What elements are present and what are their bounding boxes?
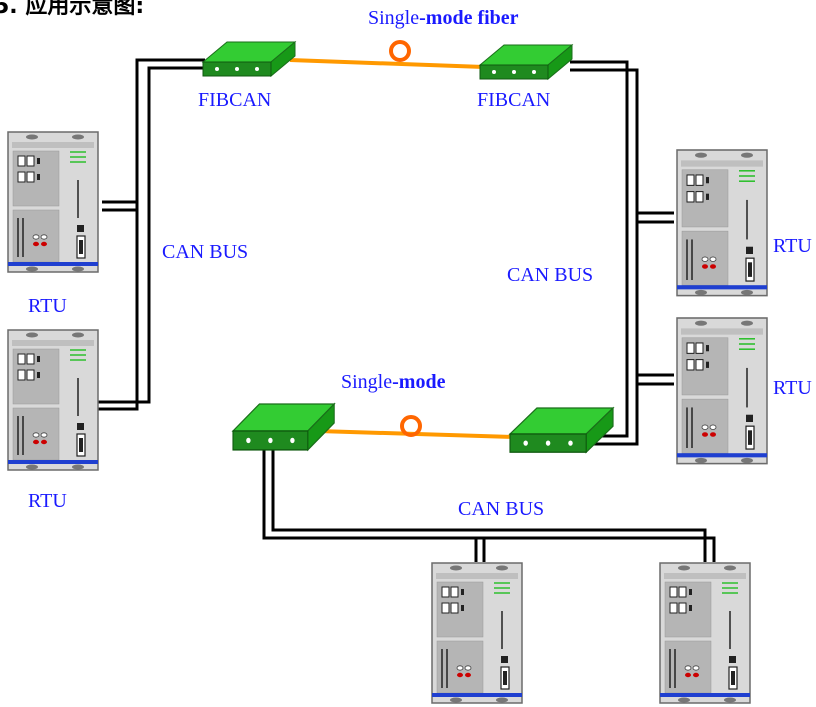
diagram-heading: 5. 应用示意图: (0, 0, 145, 19)
rtu-bottom-1 (431, 562, 523, 704)
rtu-right-bottom-label: RTU (773, 377, 812, 399)
fiber-top-label: Single-mode fiber (368, 8, 519, 28)
rtu-left-bottom-label: RTU (28, 490, 67, 512)
fibcan-converter-bottom-left (232, 403, 335, 451)
rtu-left-bottom (7, 329, 99, 471)
rtu-left-top-label: RTU (28, 295, 67, 317)
fibcan-converter-top-left (202, 41, 296, 77)
fiber-bottom-label-part2: -mode (392, 371, 446, 393)
rtu-right-bottom (676, 317, 768, 465)
can-bus-bottom (262, 447, 716, 562)
can-bus-bottom-label: CAN BUS (458, 498, 545, 520)
fiber-top-loop (389, 40, 411, 62)
fiber-bottom-loop (400, 415, 422, 437)
fibcan-right-label: FIBCAN (477, 89, 551, 111)
rtu-right-top-label: RTU (773, 235, 812, 257)
rtu-right-top (676, 149, 768, 297)
fiber-top-label-part1: Single (368, 7, 420, 29)
fibcan-converter-top-right (479, 44, 573, 80)
fibcan-converter-bottom-right (509, 407, 614, 453)
rtu-bottom-2 (659, 562, 751, 704)
fiber-bottom-label-part1: Single (341, 371, 393, 393)
can-bus-right (570, 60, 674, 446)
fiber-top-label-part2: -mode fiber (419, 7, 519, 29)
fiber-bottom-label: Single-mode (341, 372, 445, 392)
fiber-top-line (289, 58, 485, 69)
can-bus-left (98, 58, 205, 411)
rtu-left-top (7, 131, 99, 273)
can-bus-right-label: CAN BUS (507, 264, 594, 286)
can-bus-left-label: CAN BUS (162, 241, 249, 263)
fibcan-left-label: FIBCAN (198, 89, 272, 111)
